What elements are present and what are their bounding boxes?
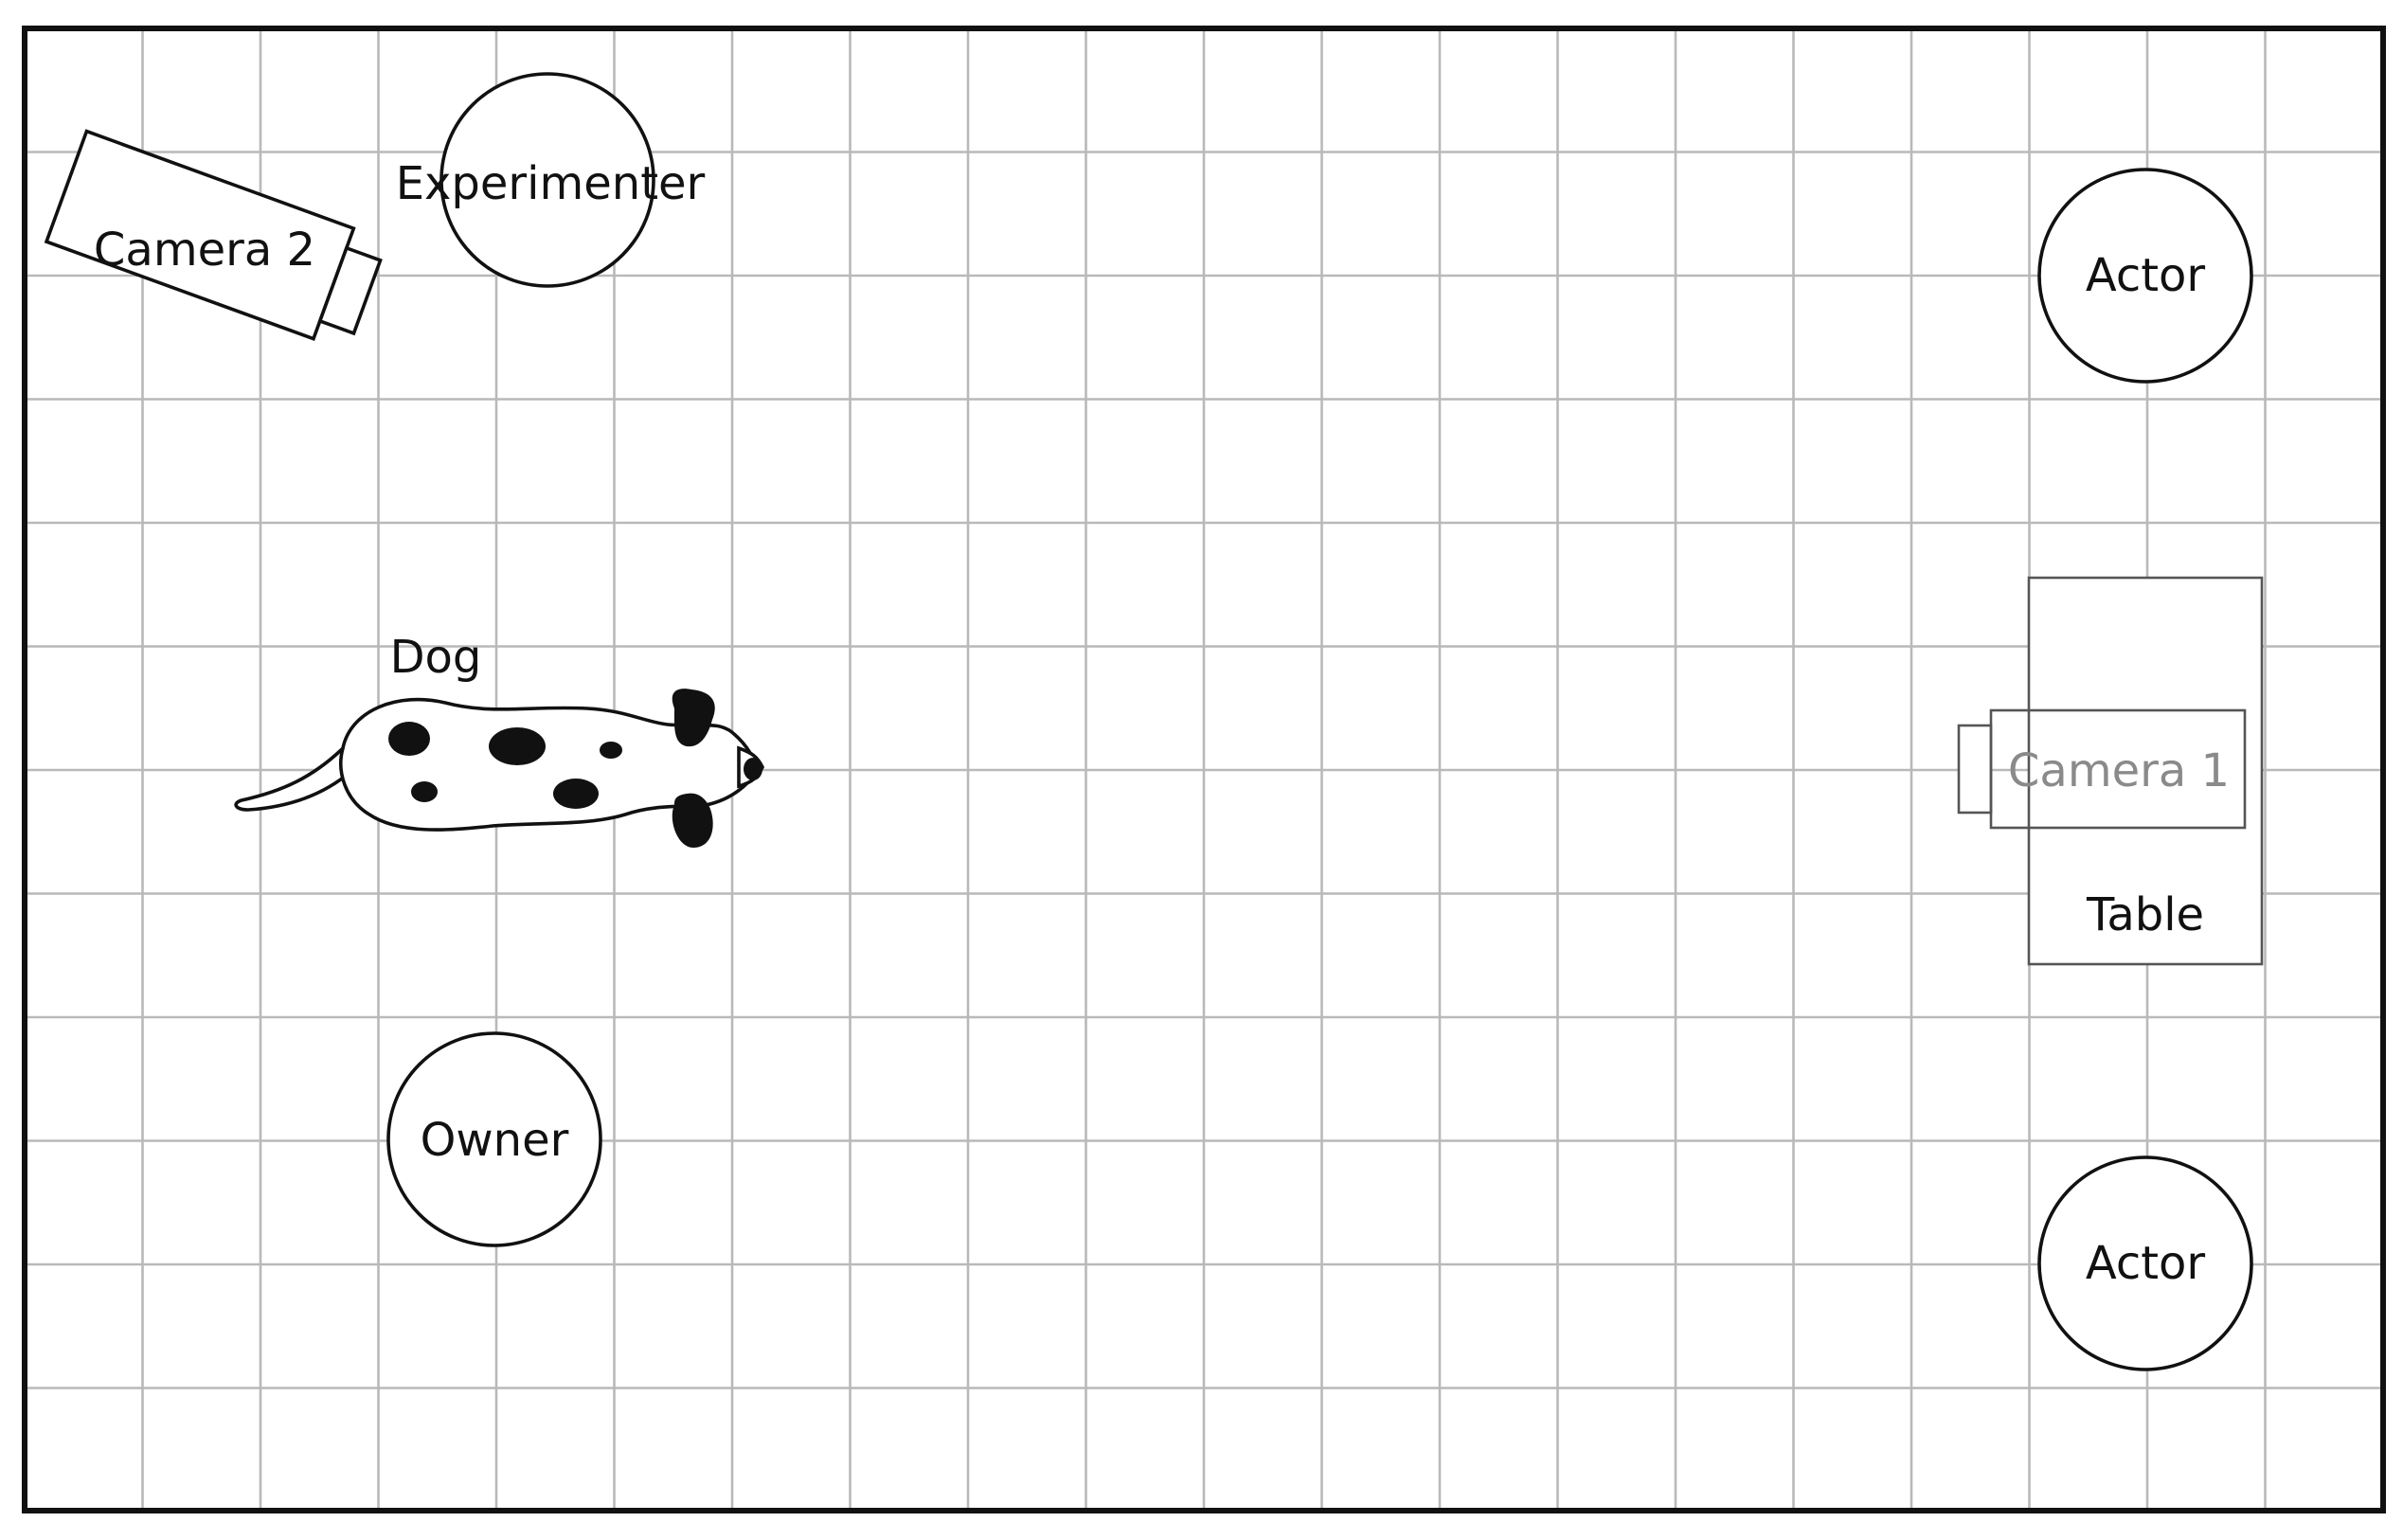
experimenter-label: Experimenter: [396, 157, 706, 210]
dog-spot: [553, 779, 599, 809]
dog-icon: [234, 689, 765, 848]
dog-spot: [388, 722, 430, 756]
camera-2: [44, 129, 383, 342]
dog-label: Dog: [390, 631, 482, 684]
dog-nose: [744, 758, 762, 780]
actor-top-label: Actor: [2086, 249, 2206, 302]
floor-grid: [25, 28, 2383, 1511]
camera-1-body: [1989, 708, 2247, 830]
camera-1-label: Camera 1: [2008, 744, 2230, 797]
experimenter-circle: [439, 72, 655, 288]
actor-top-circle: [2037, 168, 2253, 384]
camera-2-label: Camera 2: [94, 224, 315, 277]
owner-label: Owner: [421, 1114, 569, 1167]
dog-ear-left: [672, 689, 715, 747]
table-label: Table: [2086, 888, 2204, 941]
camera-2-lens: [317, 245, 383, 336]
dog-spot: [489, 727, 546, 765]
camera-1-lens: [1957, 724, 1993, 815]
room-border: [22, 26, 2386, 1513]
dog-ear-right: [672, 793, 713, 848]
dog-spot: [600, 742, 622, 759]
actor-bottom-label: Actor: [2086, 1237, 2206, 1290]
dog-tail: [234, 746, 353, 812]
table: [2027, 576, 2264, 966]
actor-bottom-circle: [2037, 1155, 2253, 1371]
owner-circle: [386, 1031, 602, 1247]
dog-spot: [411, 781, 438, 802]
